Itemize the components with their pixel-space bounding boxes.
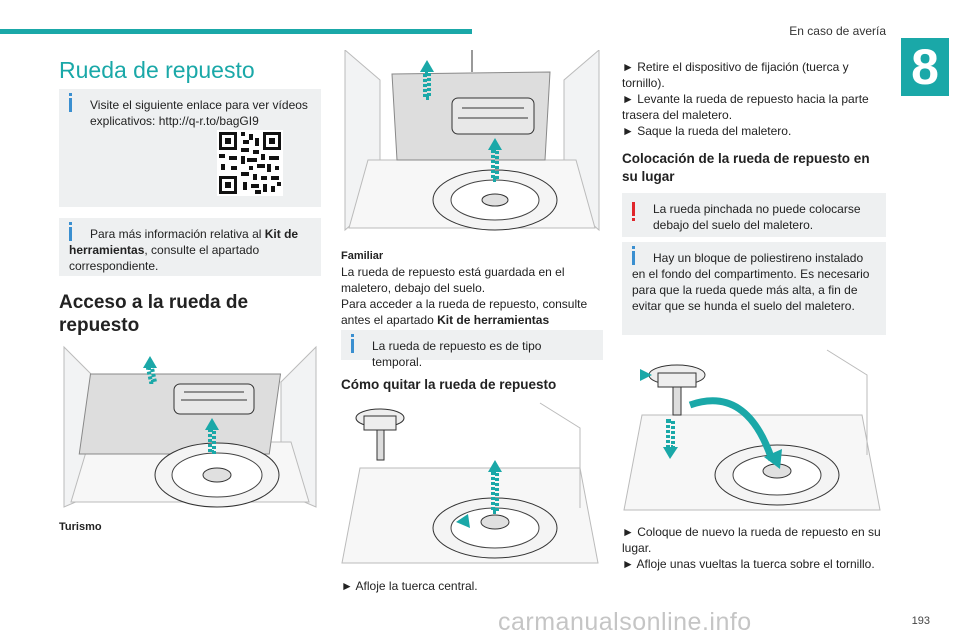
- info-icon: [351, 334, 354, 353]
- familiar-description: La rueda de repuesto está guardada en el…: [341, 265, 565, 295]
- page-number: 193: [911, 615, 930, 627]
- section-header-title: En caso de avería: [789, 24, 886, 38]
- temporal-wheel-note: La rueda de repuesto es de tipo temporal…: [341, 330, 603, 369]
- polystyrene-note-text: Hay un bloque de poliestireno instalado …: [632, 251, 870, 313]
- info-icon: [69, 222, 72, 241]
- sedan-trunk-illustration: [59, 342, 321, 510]
- caption-turismo: Turismo: [59, 521, 102, 533]
- tool-kit-link[interactable]: Kit de herramientas: [69, 227, 299, 257]
- flat-tyre-warning: La rueda pinchada no puede colocarse deb…: [622, 193, 886, 237]
- remove-wheel-illustration: [340, 398, 604, 568]
- tool-kit-link[interactable]: Kit de herramientas: [437, 313, 550, 327]
- refit-wheel-illustration: [622, 345, 886, 513]
- section-title-access: Acceso a la rueda de repuesto: [59, 292, 249, 336]
- watermark: carmanualsonline.info: [498, 608, 752, 636]
- page-title: Rueda de repuesto: [59, 57, 255, 83]
- tool-kit-note: Para más información relativa al Kit de …: [59, 218, 321, 276]
- chapter-number-badge: 8: [901, 38, 949, 96]
- step-remove-fixing: ► Retire el dispositivo de fijación (tue…: [622, 60, 849, 90]
- warning-icon: [632, 202, 635, 221]
- info-icon: [69, 93, 72, 112]
- warning-text: La rueda pinchada no puede colocarse deb…: [653, 202, 861, 232]
- step-lift-wheel: ► Levante la rueda de repuesto hacia la …: [622, 92, 869, 122]
- video-info-note: Visite el siguiente enlace para ver víde…: [59, 89, 321, 207]
- polystyrene-block-note: Hay un bloque de poliestireno instalado …: [622, 242, 886, 335]
- qr-code[interactable]: [217, 130, 283, 196]
- section-title-remove: Cómo quitar la rueda de repuesto: [341, 377, 557, 392]
- info-icon: [632, 246, 635, 265]
- temporal-note-text: La rueda de repuesto es de tipo temporal…: [372, 339, 542, 369]
- step-refit-wheel: ► Coloque de nuevo la rueda de repuesto …: [622, 525, 881, 555]
- caption-familiar: Familiar: [341, 250, 384, 262]
- header-accent-bar: [0, 29, 472, 34]
- step-loosen-nut-turns: ► Afloje unas vueltas la tuerca sobre el…: [622, 557, 875, 571]
- step-take-out-wheel: ► Saque la rueda del maletero.: [622, 124, 792, 138]
- tool-kit-note-text: Para más información relativa al Kit de …: [69, 227, 299, 273]
- access-instruction: Para acceder a la rueda de repuesto, con…: [341, 297, 588, 327]
- step-loosen-nut: ► Afloje la tuerca central.: [341, 579, 478, 593]
- estate-trunk-illustration: [340, 50, 604, 235]
- section-title-place: Colocación de la rueda de repuesto en su…: [622, 151, 870, 184]
- video-note-text: Visite el siguiente enlace para ver víde…: [90, 98, 308, 128]
